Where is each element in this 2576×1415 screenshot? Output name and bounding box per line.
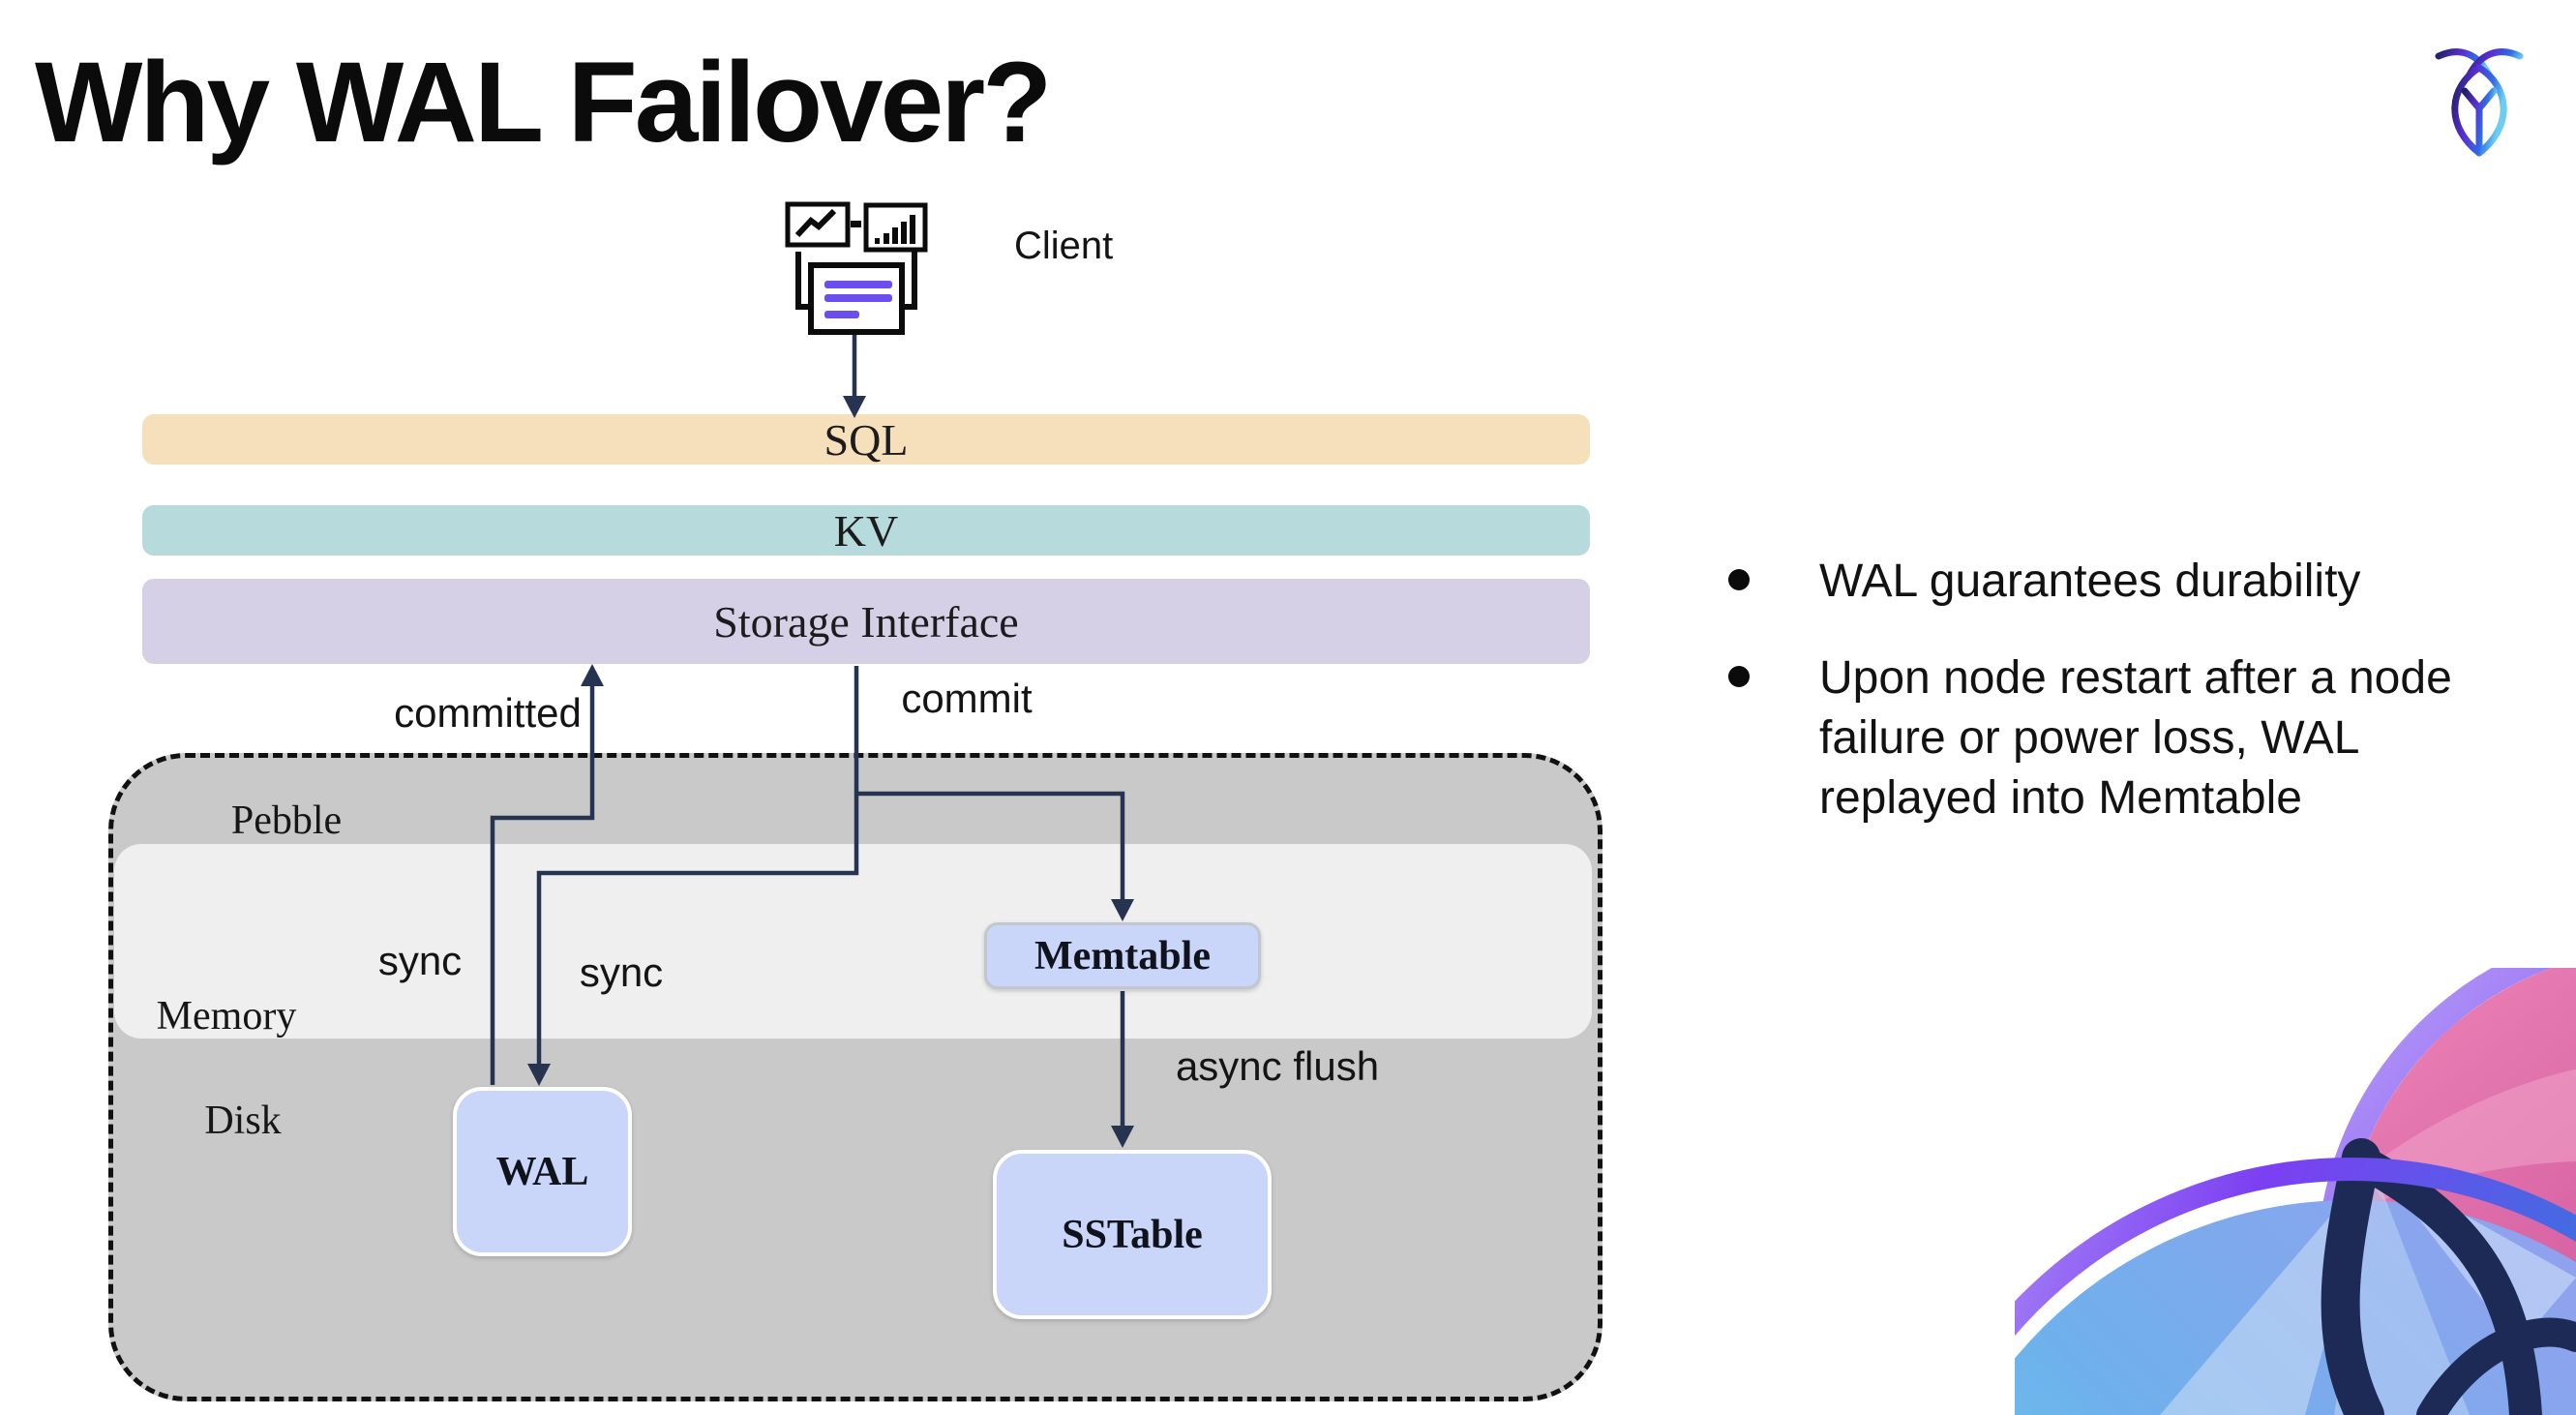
layer-storage-label: Storage Interface: [713, 596, 1019, 647]
layer-sql-label: SQL: [824, 414, 909, 465]
line-chart-icon: [785, 201, 851, 248]
memory-band: [114, 844, 1592, 1039]
disk-label: Disk: [204, 1099, 282, 1143]
sstable-label: SSTable: [1062, 1212, 1203, 1257]
layer-kv-label: KV: [833, 505, 899, 556]
committed-edge-label: committed: [394, 690, 582, 736]
brand-decoration-art: [2015, 968, 2576, 1415]
layer-sql: SQL: [142, 414, 1590, 465]
pebble-label: Pebble: [230, 798, 343, 843]
sync-right-edge-label: sync: [579, 949, 664, 995]
edge-commit-memtable: [856, 791, 1125, 904]
memory-label: Memory: [156, 994, 297, 1039]
layer-kv: KV: [142, 505, 1590, 556]
client-label: Client: [1014, 225, 1114, 267]
bullet-item: WAL guarantees durability: [1819, 556, 2361, 607]
bullet-marker: [1728, 666, 1750, 687]
edge-commit-sync: [536, 666, 859, 1069]
client-icon: [785, 201, 928, 335]
sstable-node: SSTable: [993, 1150, 1272, 1319]
commit-edge-label: commit: [901, 676, 1033, 721]
cockroachdb-logo-icon: [2435, 48, 2524, 157]
dash-connector: [851, 221, 861, 227]
edge-committed: [490, 681, 595, 1085]
wal-node: WAL: [453, 1087, 632, 1256]
wal-label: WAL: [495, 1149, 589, 1194]
bullet-marker: [1728, 569, 1750, 590]
layer-storage-interface: Storage Interface: [142, 579, 1590, 664]
memtable-node: Memtable: [984, 922, 1261, 989]
async-flush-edge-label: async flush: [1175, 1043, 1380, 1089]
bullet-item: Upon node restart after a node failure o…: [1819, 652, 2452, 824]
sync-left-edge-label: sync: [377, 938, 463, 983]
memtable-label: Memtable: [1034, 933, 1211, 978]
slide-title: Why WAL Failover?: [35, 39, 1052, 166]
